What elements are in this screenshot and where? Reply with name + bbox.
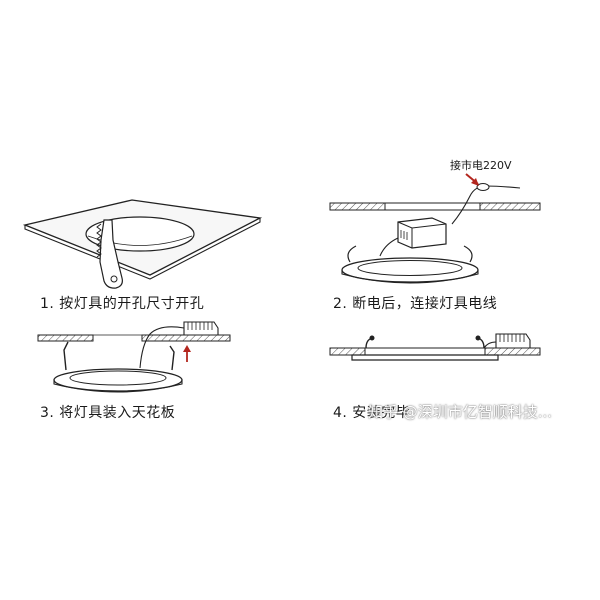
panel-light bbox=[341, 245, 479, 284]
step-4-label: 4. 安装完毕 bbox=[333, 405, 411, 421]
saw-icon bbox=[96, 219, 123, 289]
led-driver bbox=[397, 217, 447, 249]
panel-wiring bbox=[329, 173, 541, 284]
panel-insert bbox=[37, 321, 231, 393]
step-2-label: 2. 断电后，连接灯具电线 bbox=[333, 296, 498, 312]
led-driver bbox=[495, 333, 531, 349]
ceiling-left bbox=[329, 347, 366, 356]
ceiling-right bbox=[141, 334, 231, 342]
watermark: 知乎 @深圳市亿智顺科技... bbox=[368, 403, 553, 421]
mains-wire bbox=[451, 185, 521, 225]
ceiling-left bbox=[329, 202, 386, 211]
panel-light bbox=[53, 368, 183, 393]
wire-connector bbox=[476, 183, 490, 191]
panel-light bbox=[351, 347, 499, 361]
panel-finished bbox=[329, 333, 541, 361]
step-3-label: 3. 将灯具装入天花板 bbox=[40, 405, 176, 421]
led-driver bbox=[183, 321, 219, 336]
ceiling-right bbox=[484, 347, 541, 356]
mains-power-callout: 接市电220V bbox=[450, 159, 512, 172]
ceiling-left bbox=[37, 334, 94, 342]
step-1-label: 1. 按灯具的开孔尺寸开孔 bbox=[40, 296, 205, 312]
ceiling-right bbox=[479, 202, 541, 211]
panel-cut-hole bbox=[22, 199, 263, 289]
